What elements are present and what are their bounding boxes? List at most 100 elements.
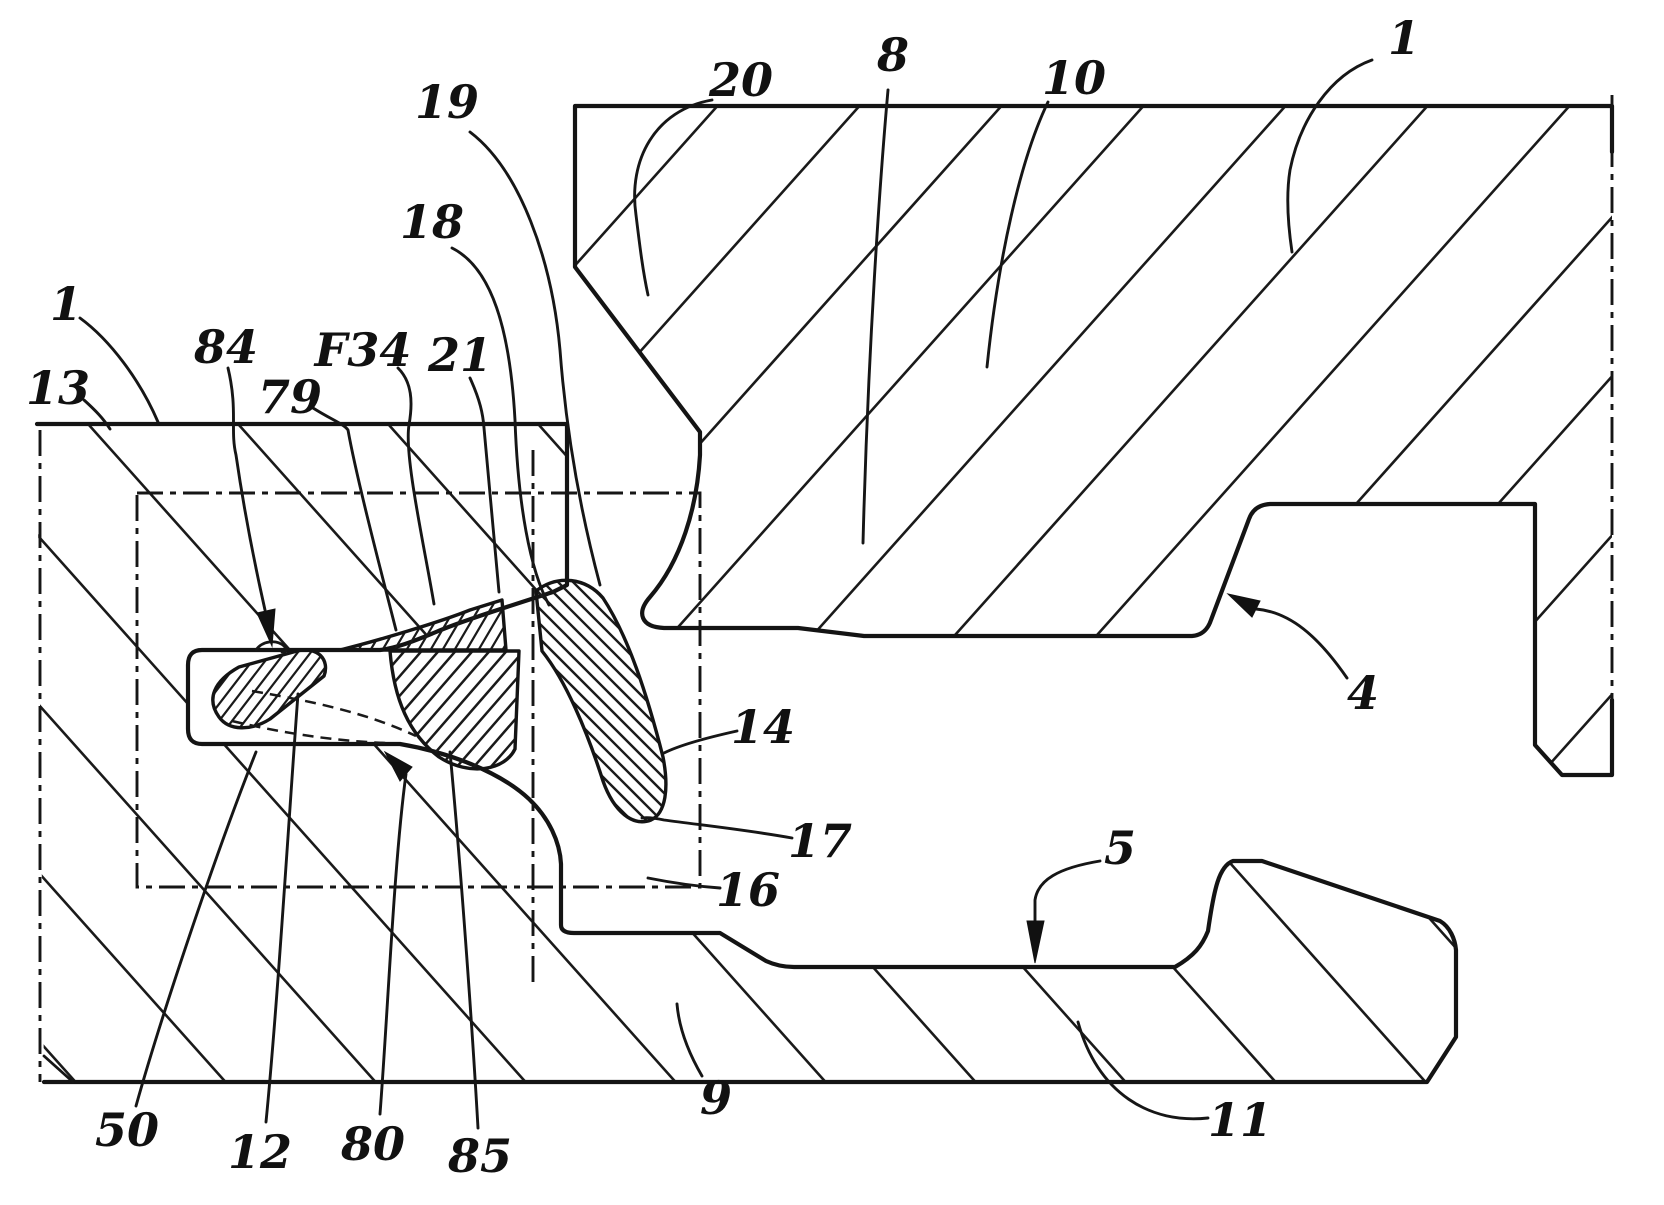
ref-label-84: 84 (193, 320, 258, 374)
hatch-line (58, 518, 184, 732)
hatch-line (390, 651, 459, 769)
hatch-line (1467, 106, 1612, 775)
hatch-line (178, 518, 304, 732)
ref-label-9: 9 (700, 1071, 732, 1125)
hatch-line (37, 424, 448, 1082)
arrow-4 (1226, 593, 1261, 618)
hatch-line (1114, 493, 1529, 908)
hatch-line (526, 518, 652, 732)
hatch-line (0, 565, 27, 812)
leader-18 (450, 246, 551, 607)
hatch-line (393, 600, 506, 650)
corner-hatch (42, 1054, 75, 1084)
ref-label-1: 1 (50, 277, 82, 331)
leader-21 (468, 376, 501, 594)
hatch-line (0, 565, 66, 812)
seal-phantom-lower (231, 719, 387, 745)
hatch-line (0, 571, 236, 856)
hatch-line (615, 424, 1348, 1082)
ref-label-20: 20 (708, 53, 773, 107)
ref-label-80: 80 (340, 1117, 405, 1171)
leader-10 (985, 100, 1050, 369)
hatch-line (0, 571, 117, 856)
hatch-line (575, 106, 1074, 775)
leader-F34 (396, 366, 436, 606)
ref-label-8: 8 (876, 28, 909, 82)
hatch-line (465, 424, 1198, 1082)
hatch-line (1065, 424, 1456, 1082)
hatch-line (1041, 106, 1612, 775)
hatch-line (0, 571, 202, 856)
hatch-line (340, 600, 426, 650)
hatch-line (0, 565, 105, 812)
hatch-line (663, 580, 666, 822)
hatch-line (536, 580, 555, 822)
hatch-line (265, 649, 326, 728)
hatch-line (212, 649, 314, 728)
hatch-line (874, 493, 1289, 908)
ref-label-21: 21 (427, 328, 492, 382)
hatch-line (212, 649, 249, 728)
hatch-line (417, 600, 506, 650)
leader-79 (311, 406, 398, 632)
hatch-line (0, 565, 92, 812)
hatch-line (212, 649, 326, 728)
hatch-line (648, 580, 666, 822)
ref-label-17: 17 (788, 814, 852, 868)
seal-foot-in-groove (211, 648, 328, 730)
upper-panel-section (572, 103, 1615, 778)
hatch-line (390, 651, 519, 769)
hatch-line (124, 571, 372, 856)
ref-label-18: 18 (400, 195, 464, 249)
hatch-line (395, 651, 519, 769)
hatch-line (212, 649, 236, 728)
hatch-line (0, 571, 151, 856)
hatch-line (799, 493, 1214, 908)
hatch-line (37, 424, 748, 1082)
upper-right-panel-hatching (575, 106, 1612, 775)
hatch-line (1183, 106, 1612, 775)
hatch-line (390, 651, 519, 769)
hatch-line (212, 649, 326, 728)
hatch-line (0, 565, 183, 812)
hatch-line (405, 600, 506, 650)
hatch-line (212, 649, 326, 728)
hatch-line (0, 565, 157, 812)
hatch-line (1099, 493, 1514, 908)
hatch-line (212, 649, 326, 728)
seal-upper-lip (338, 598, 508, 652)
hatch-line (0, 571, 100, 856)
arrow-5 (1026, 920, 1045, 964)
ref-label-11: 11 (1208, 1093, 1272, 1147)
hatch-line (212, 649, 262, 728)
left-panel-and-strip-hatching (37, 424, 1456, 1082)
hatch-line (0, 565, 1, 812)
hatch-line (19, 565, 209, 812)
hatch-line (46, 518, 172, 732)
hatch-line (536, 580, 666, 822)
hatch-line (536, 580, 666, 822)
ref-label-14: 14 (731, 700, 795, 754)
hatch-line (429, 600, 506, 650)
leader-84 (226, 366, 267, 612)
hatch-line (536, 580, 666, 822)
hatch-line (575, 106, 790, 775)
seal-foot-hatching (0, 565, 326, 812)
leader-12 (264, 692, 300, 1124)
hatch-line (536, 580, 666, 822)
leader-8 (861, 88, 890, 545)
hatch-line (390, 651, 519, 769)
hatch-line (0, 565, 170, 812)
leader-19 (468, 130, 602, 587)
ref-label-79: 79 (258, 370, 322, 424)
seal-phantom-upper (251, 689, 417, 738)
hatch-line (340, 600, 462, 650)
hatch-line (340, 600, 390, 650)
hatch-line (37, 424, 598, 1082)
ref-label-16: 16 (716, 863, 780, 917)
hatch-line (899, 106, 1612, 775)
ref-label-50: 50 (95, 1103, 159, 1157)
hatch-line (340, 600, 366, 650)
